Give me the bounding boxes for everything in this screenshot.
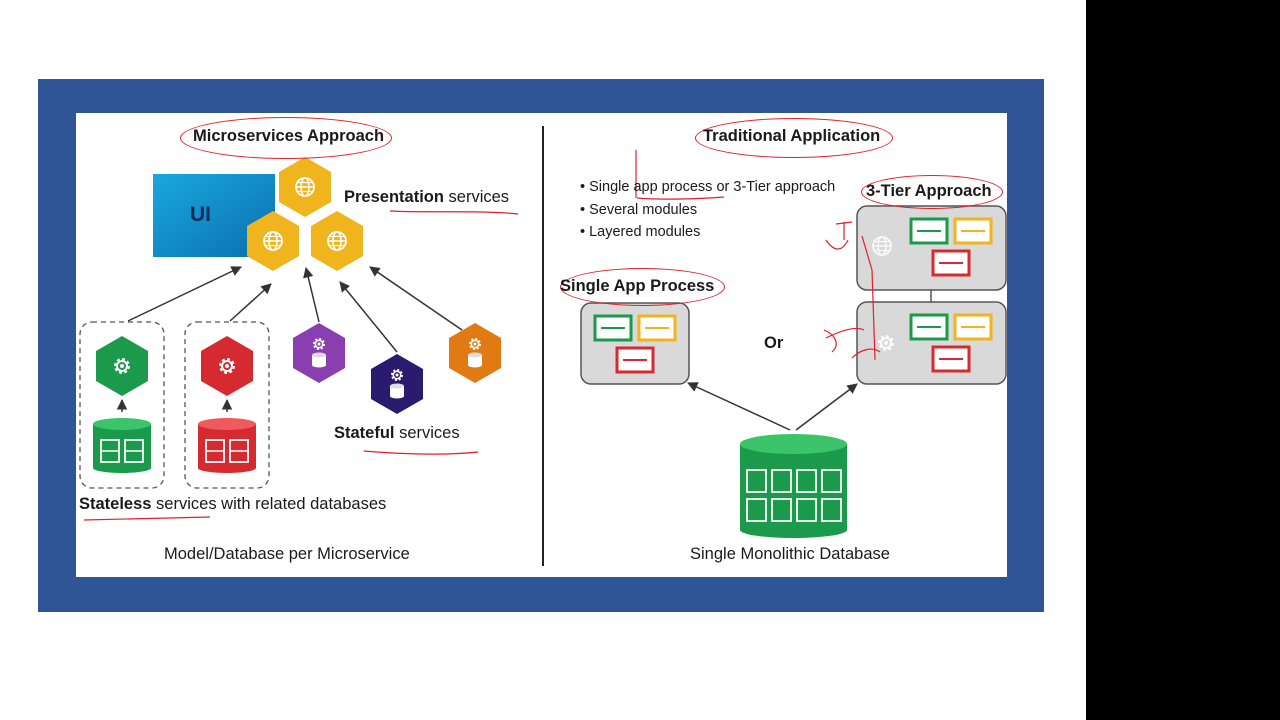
bullet-item: Several modules bbox=[580, 199, 835, 222]
gear-icon bbox=[878, 335, 894, 351]
single-app-process-box bbox=[580, 302, 690, 385]
service-arrows bbox=[127, 266, 463, 353]
monolithic-database bbox=[740, 434, 847, 538]
stateless-services-label: Stateless services with related database… bbox=[79, 495, 387, 513]
stateless-group-red bbox=[184, 321, 270, 489]
gear-icon bbox=[114, 358, 130, 374]
video-background bbox=[1086, 0, 1280, 720]
highlight-microservices bbox=[180, 117, 392, 159]
gear-icon bbox=[313, 338, 325, 350]
microservices-title: Microservices Approach bbox=[193, 127, 385, 145]
stateful-service-purple bbox=[293, 323, 345, 383]
database-red bbox=[198, 418, 256, 473]
bullet-item: Layered modules bbox=[580, 221, 835, 244]
highlight-three-tier bbox=[861, 175, 1003, 209]
database-green bbox=[93, 418, 151, 473]
gear-icon bbox=[391, 369, 403, 381]
or-label: Or bbox=[764, 334, 784, 352]
single-app-process-label: Single App Process bbox=[560, 277, 715, 295]
stateless-service-green bbox=[96, 336, 148, 396]
presentation-hex-top bbox=[279, 157, 331, 217]
database-arrows bbox=[687, 382, 858, 431]
stateful-service-navy bbox=[371, 354, 423, 414]
stateful-service-orange bbox=[449, 323, 501, 383]
bullet-item: Single app process or 3-Tier approach bbox=[580, 176, 835, 199]
traditional-bullet-list: Single app process or 3-Tier approach Se… bbox=[580, 176, 835, 244]
database-icon bbox=[390, 383, 404, 399]
monolithic-caption: Single Monolithic Database bbox=[690, 545, 890, 563]
highlight-traditional bbox=[695, 118, 893, 158]
gear-icon bbox=[219, 358, 235, 374]
ui-label: UI bbox=[190, 203, 211, 226]
three-tier-ui-box bbox=[856, 205, 1007, 291]
three-tier-backend-box bbox=[856, 301, 1007, 385]
stateless-service-red bbox=[201, 336, 253, 396]
traditional-title: Traditional Application bbox=[703, 127, 881, 145]
presentation-hex-left bbox=[247, 211, 299, 271]
presentation-hex-right bbox=[311, 211, 363, 271]
microservices-caption: Model/Database per Microservice bbox=[164, 545, 410, 563]
stateful-services-label: Stateful services bbox=[334, 424, 460, 442]
stateless-group-green bbox=[79, 321, 165, 489]
database-icon bbox=[312, 352, 326, 368]
gear-icon bbox=[469, 338, 481, 350]
database-icon bbox=[468, 352, 482, 368]
presentation-services-label: Presentation services bbox=[344, 188, 510, 206]
three-tier-label: 3-Tier Approach bbox=[866, 182, 992, 200]
highlight-single-app bbox=[560, 268, 725, 306]
